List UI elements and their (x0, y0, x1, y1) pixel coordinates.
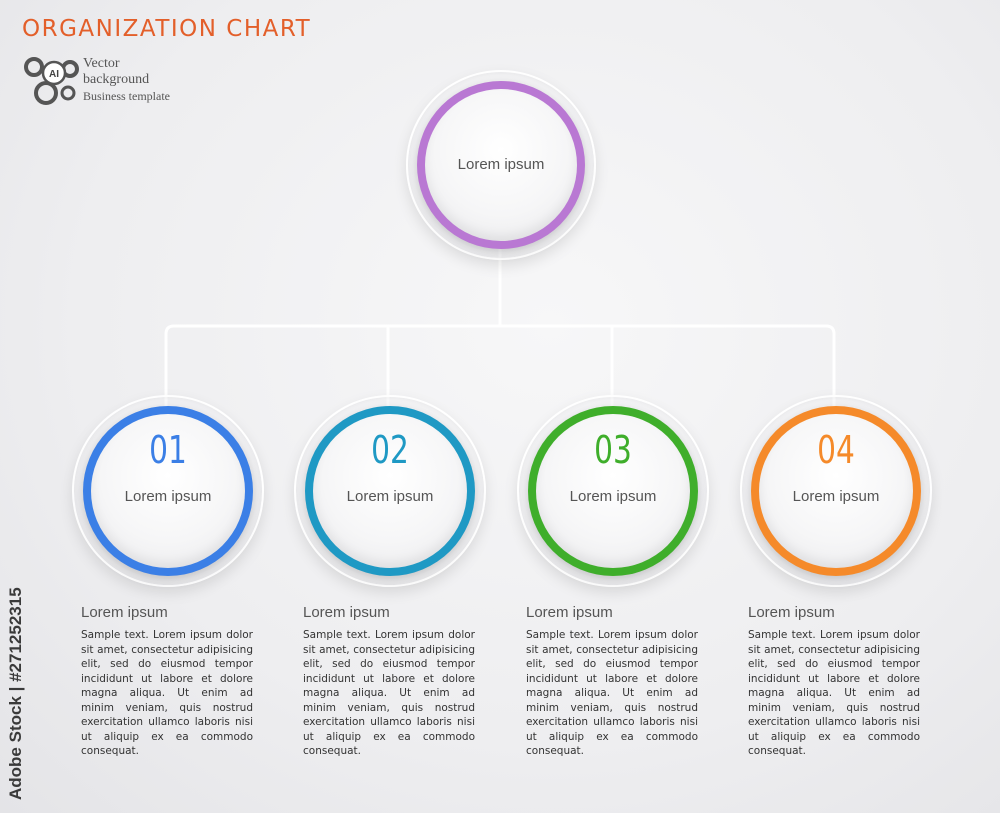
root-node-ring: Lorem ipsum (417, 81, 585, 249)
node-02-face: 02 Lorem ipsum (313, 414, 467, 568)
node-04-label: Lorem ipsum (792, 488, 880, 505)
column-04-heading: Lorem ipsum (748, 604, 835, 621)
ai-vector-logo-icon: AI (24, 57, 79, 105)
logo-line-1: Vector (83, 56, 120, 71)
node-02-label: Lorem ipsum (346, 488, 434, 505)
node-04[interactable]: 04 Lorem ipsum (740, 395, 932, 587)
stock-id-vertical: Adobe Stock | #271252315 (6, 587, 25, 800)
column-03-text: Sample text. Lorem ipsum dolor sit amet,… (526, 629, 698, 757)
logo-caption: Vector background Business template (83, 56, 170, 104)
node-01-number: 01 (149, 428, 187, 472)
node-03[interactable]: 03 Lorem ipsum (517, 395, 709, 587)
column-04-text: Sample text. Lorem ipsum dolor sit amet,… (748, 629, 920, 757)
root-node[interactable]: Lorem ipsum (406, 70, 596, 260)
node-02-number: 02 (371, 428, 409, 472)
node-04-face: 04 Lorem ipsum (759, 414, 913, 568)
node-04-ring: 04 Lorem ipsum (751, 406, 921, 576)
node-02-ring: 02 Lorem ipsum (305, 406, 475, 576)
node-03-ring: 03 Lorem ipsum (528, 406, 698, 576)
node-03-face: 03 Lorem ipsum (536, 414, 690, 568)
column-01-text: Sample text. Lorem ipsum dolor sit amet,… (81, 629, 253, 757)
root-node-label: Lorem ipsum (457, 156, 545, 173)
branch-connector (164, 324, 836, 420)
node-04-number: 04 (817, 428, 855, 472)
column-02-text: Sample text. Lorem ipsum dolor sit amet,… (303, 629, 475, 757)
logo-line-3: Business template (83, 89, 170, 103)
column-02-heading: Lorem ipsum (303, 604, 390, 621)
node-01-face: 01 Lorem ipsum (91, 414, 245, 568)
node-01-label: Lorem ipsum (124, 488, 212, 505)
node-03-label: Lorem ipsum (569, 488, 657, 505)
column-01-heading: Lorem ipsum (81, 604, 168, 621)
chart-title: ORGANIZATION CHART (22, 16, 312, 42)
node-02[interactable]: 02 Lorem ipsum (294, 395, 486, 587)
root-node-face: Lorem ipsum (425, 89, 577, 241)
logo-line-2: background (83, 72, 150, 87)
node-01[interactable]: 01 Lorem ipsum (72, 395, 264, 587)
logo-badge: AI (49, 69, 59, 80)
node-03-number: 03 (594, 428, 632, 472)
node-01-ring: 01 Lorem ipsum (83, 406, 253, 576)
column-03-heading: Lorem ipsum (526, 604, 613, 621)
